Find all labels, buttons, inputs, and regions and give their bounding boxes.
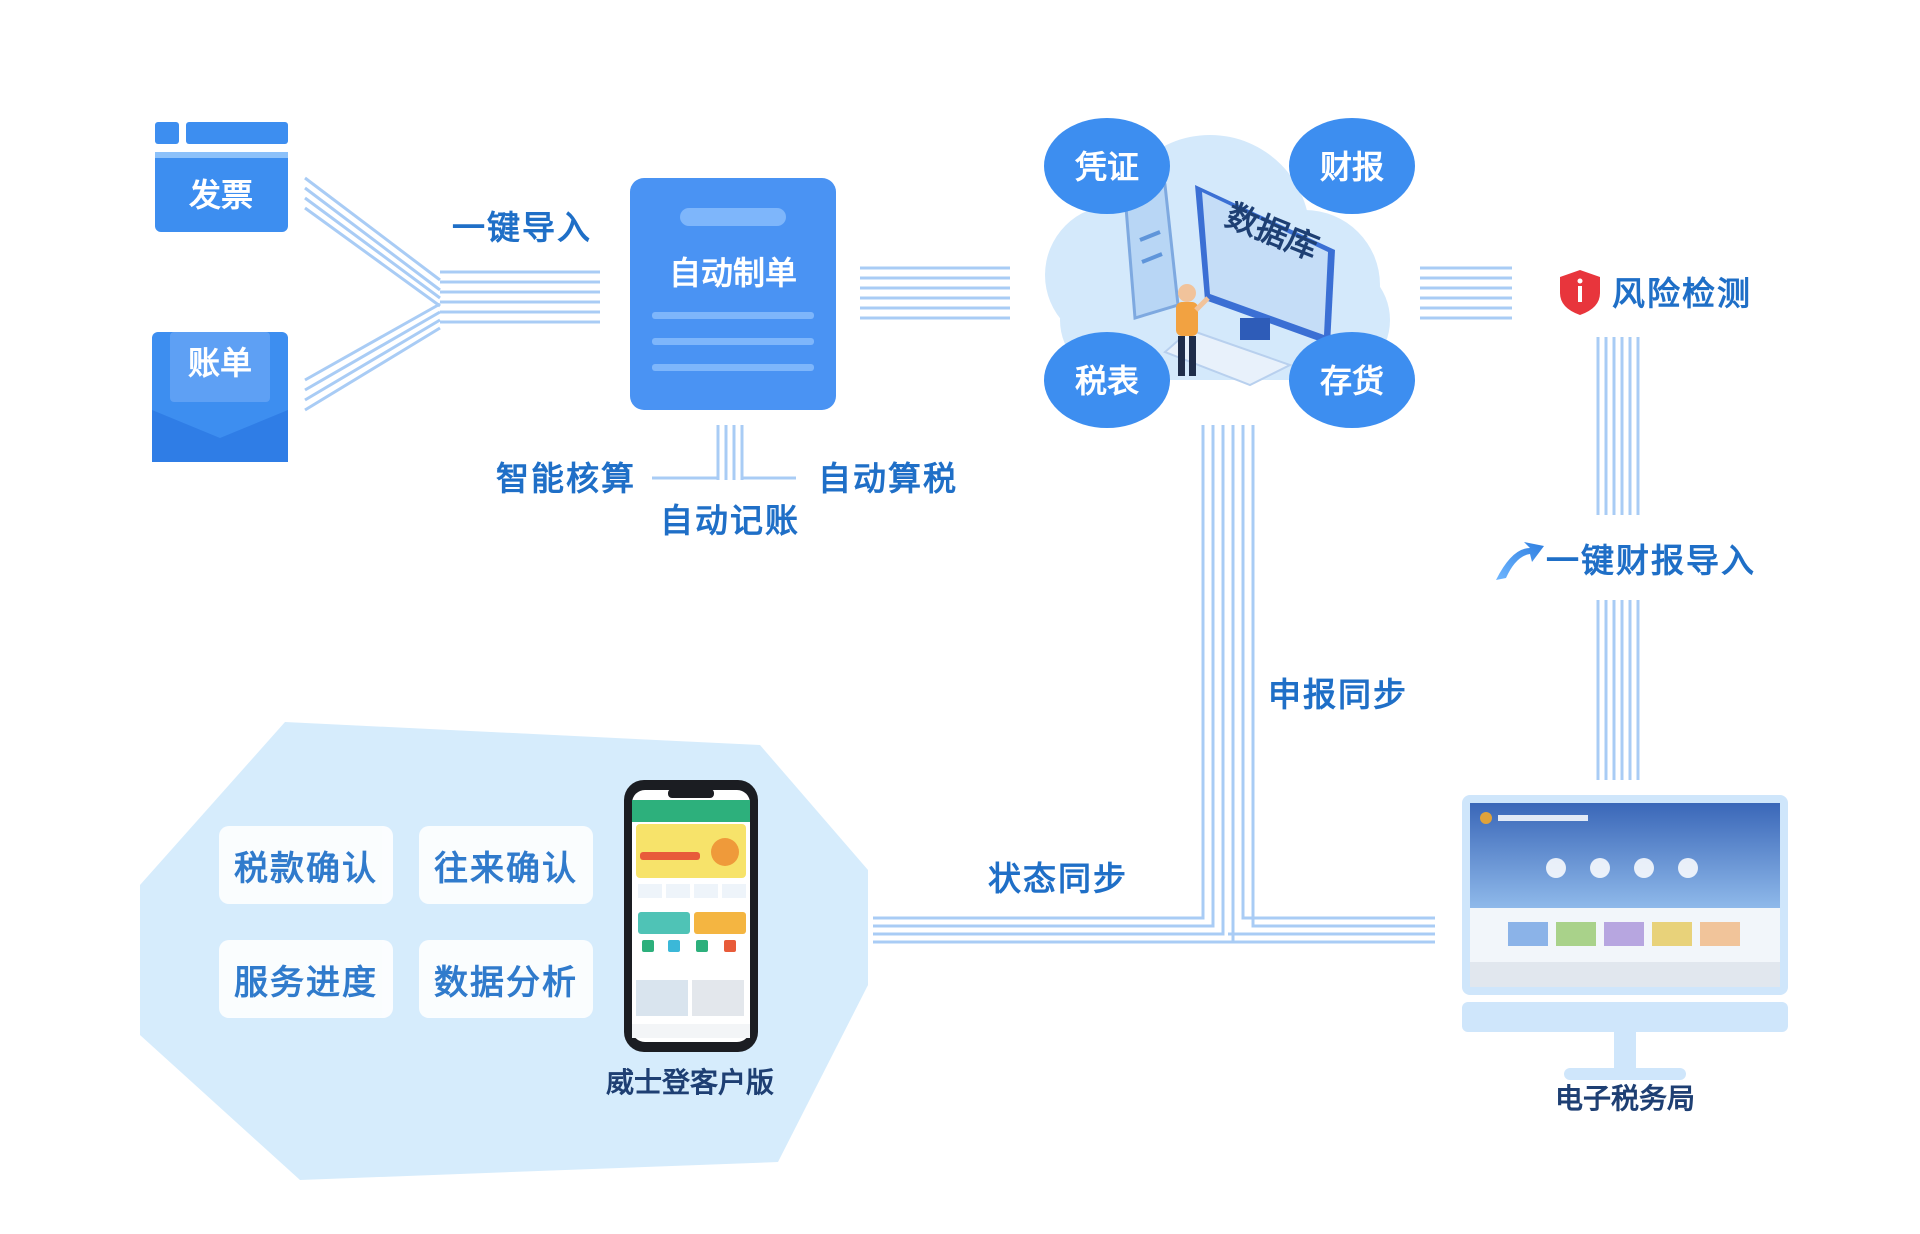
upload-arrow-icon [1496, 542, 1544, 580]
risk-detection[interactable]: 风险检测 [1560, 270, 1752, 315]
tile-account-confirm[interactable]: 往来确认 [419, 826, 593, 904]
tile-tax-confirm[interactable]: 税款确认 [219, 826, 393, 904]
voucher-label: 凭证 [1074, 148, 1139, 186]
tax-form-label: 税表 [1075, 362, 1139, 400]
person-illustration [1176, 284, 1210, 376]
database-cluster[interactable]: 数据库 凭证 财报 税表 存货 [1044, 118, 1415, 428]
financial-report-label: 财报 [1320, 148, 1384, 186]
smart-accounting-label: 智能核算 [496, 459, 636, 498]
bubble-financial-report[interactable]: 财报 [1289, 118, 1415, 214]
connector-lines [304, 176, 1640, 944]
tile-service-progress[interactable]: 服务进度 [219, 940, 393, 1018]
risk-label: 风险检测 [1612, 274, 1752, 313]
sync-connector [873, 425, 1435, 944]
bubble-voucher[interactable]: 凭证 [1044, 118, 1170, 214]
auto-order-card[interactable]: 自动制单 [630, 178, 836, 410]
invoice-tab-icon [155, 122, 179, 144]
invoice-header-bar [186, 122, 288, 144]
invoice-label: 发票 [189, 176, 253, 214]
risk-down-connector [1596, 337, 1640, 780]
inventory-label: 存货 [1320, 362, 1384, 400]
ledger-paper [170, 332, 270, 402]
phone-mockup[interactable] [624, 780, 758, 1052]
ledger-card[interactable]: 账单 [152, 332, 288, 462]
auto-tax-label: 自动算税 [818, 459, 958, 498]
status-sync-label: 状态同步 [988, 859, 1128, 898]
auto-order-body [630, 178, 836, 410]
declare-sync-label: 申报同步 [1268, 675, 1408, 714]
import-report-label: 一键财报导入 [1546, 541, 1756, 580]
bubble-inventory[interactable]: 存货 [1289, 332, 1415, 428]
ledger-connector [304, 302, 441, 412]
tax-bureau-monitor[interactable] [1462, 795, 1788, 1080]
ledger-label: 账单 [188, 344, 252, 382]
import-connector [440, 270, 600, 324]
monitor-neck [1614, 1032, 1636, 1068]
monitor-illustration [1163, 185, 1335, 387]
invoice-connector [304, 176, 441, 308]
order-to-db-connector [860, 266, 1010, 320]
tax-bureau-caption: 电子税务局 [1555, 1082, 1695, 1115]
import-report[interactable]: 一键财报导入 [1496, 541, 1756, 580]
bubble-tax-form[interactable]: 税表 [1044, 332, 1170, 428]
monitor-chin [1462, 1002, 1788, 1032]
monitor-base [1564, 1068, 1686, 1080]
tile-data-analysis[interactable]: 数据分析 [419, 940, 593, 1018]
import-label: 一键导入 [452, 208, 592, 247]
invoice-card[interactable]: 发票 [155, 122, 288, 232]
auto-order-title: 自动制单 [669, 254, 797, 292]
invoice-body [155, 152, 288, 232]
auto-bookkeeping-label: 自动记账 [660, 501, 800, 540]
order-down-connector [652, 425, 796, 480]
db-to-risk-connector [1420, 266, 1512, 320]
client-app-caption: 威士登客户版 [606, 1066, 774, 1099]
